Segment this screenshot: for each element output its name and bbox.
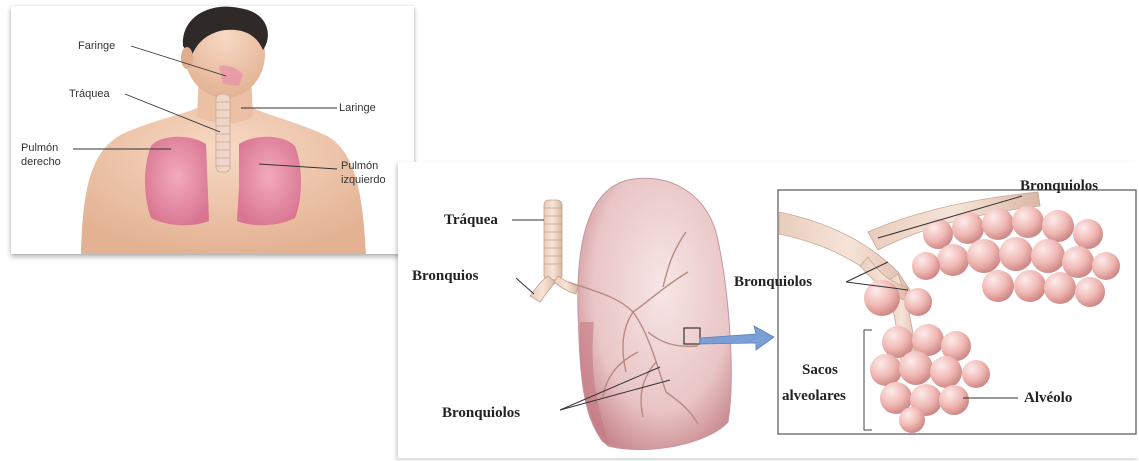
trachea-tube — [530, 200, 578, 302]
label-bronquiolos-lung: Bronquiolos — [442, 405, 520, 421]
left-lung — [237, 137, 301, 226]
torso-illustration: Faringe Tráquea Laringe Pulmón derecho P… — [11, 6, 414, 254]
label-bronquiolos-mid: Bronquiolos — [734, 274, 812, 290]
label-alveolares: alveolares — [782, 388, 846, 404]
label-faringe: Faringe — [78, 40, 115, 52]
lung-illustration: Tráquea Bronquios Bronquiolos Bronquiolo… — [398, 162, 1139, 458]
label-bronquios: Bronquios — [412, 268, 479, 284]
label-laringe: Laringe — [339, 102, 376, 114]
respiratory-system-figure: Faringe Tráquea Laringe Pulmón derecho P… — [11, 6, 414, 254]
label-pulmon-derecho-2: derecho — [21, 156, 61, 168]
label-sacos: Sacos — [802, 362, 838, 378]
label-pulmon-derecho: Pulmón — [21, 142, 58, 154]
label-bronquiolos-top: Bronquiolos — [1020, 178, 1098, 194]
label-pulmon-izquierdo: Pulmón — [341, 160, 378, 172]
trachea — [216, 94, 230, 172]
right-lung — [145, 137, 209, 226]
label-traquea-lung: Tráquea — [444, 212, 498, 228]
label-pulmon-izquierdo-2: izquierdo — [341, 174, 386, 186]
label-traquea: Tráquea — [69, 88, 110, 100]
label-alveolo: Alvéolo — [1024, 390, 1072, 406]
lung-alveoli-figure: Tráquea Bronquios Bronquiolos Bronquiolo… — [398, 162, 1139, 458]
